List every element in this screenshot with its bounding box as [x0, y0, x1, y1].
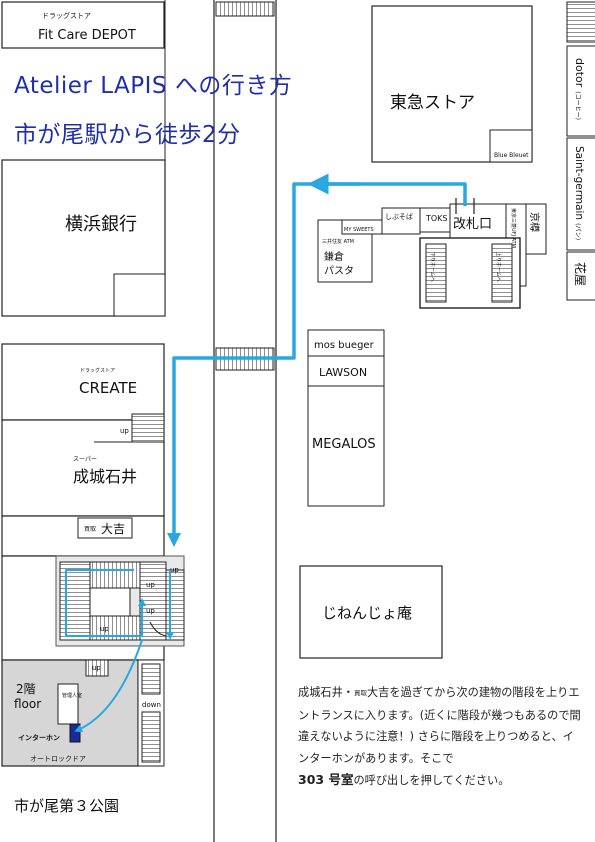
hanaya-label: 花屋	[573, 262, 588, 286]
yokohama-bank: 横浜銀行	[1, 159, 166, 317]
daikichi-sub-label: 買取	[84, 526, 96, 533]
seijo-sub-label: スーパー	[73, 456, 97, 463]
my-sweets-label: MY SWEETS	[344, 227, 374, 233]
left-block: up ドラッグストア CREATE スーパー 成城石井 買取 大吉	[1, 343, 165, 557]
title-line-1: Atelier LAPIS への行き方	[14, 73, 293, 99]
up-label-5: up	[170, 566, 179, 574]
blue-bleuet-label: Blue Bleuet	[494, 152, 529, 159]
right-shops: dotor(コーヒー) Saint-germain(パン) 花屋	[566, 1, 595, 301]
saint-germain-label: Saint-germain(パン)	[573, 146, 585, 240]
kamakura-pasta-label-2: パスタ	[324, 265, 354, 277]
toks-label: TOKS	[425, 214, 448, 223]
seijo-label: 成城石井	[73, 467, 137, 486]
mitsui-atm-label: 三井住友 ATM	[322, 238, 354, 245]
park-label: 市が尾第３公園	[14, 797, 120, 815]
shibusoba-label: しぶそば	[385, 212, 413, 221]
dotor-label: dotor(コーヒー)	[573, 58, 586, 120]
kyotaru-label: 京樽	[528, 212, 541, 232]
create-sub-label: ドラッグストア	[80, 367, 115, 374]
kamakura-pasta-label-1: 鎌倉	[324, 250, 344, 263]
floor-2-label: 2階	[16, 681, 36, 696]
jinenjo: じねんじょ庵	[299, 565, 443, 659]
up-label-3: up	[146, 607, 155, 615]
up-label-6: up	[92, 664, 101, 672]
daikichi-label: 大吉	[101, 522, 125, 536]
up-label-1: up	[120, 427, 129, 435]
route-inside	[65, 569, 174, 733]
directions-text: 成城石井・買取大吉を過ぎてから次の建物の階段を上りエントランスに入ります。(近く…	[298, 682, 583, 792]
fitcare-sub-label: ドラッグストア	[42, 11, 91, 20]
title-line-2: 市が尾駅から徒歩2分	[14, 122, 241, 148]
yokohama-bank-label: 横浜銀行	[65, 214, 137, 235]
route	[167, 173, 467, 547]
mos-lawson-megalos: mos bueger LAWSON MEGALOS	[307, 329, 385, 507]
intercom-label: インターホン	[18, 733, 60, 742]
directions-p1: 成城石井・	[298, 686, 354, 699]
bank-atm-label: 東京三菱UFJ ATM	[510, 208, 517, 248]
autolock-label: オートロックドア	[30, 755, 86, 763]
route-main	[167, 182, 467, 547]
tokyu-store: 東急ストア Blue Bleuet	[371, 5, 533, 163]
directions-p2: の呼び出しを押してください。	[353, 774, 510, 787]
lawson-label: LAWSON	[319, 366, 367, 379]
directions-p1-small: 買取	[353, 689, 367, 697]
room-number: 303 号室	[298, 772, 354, 787]
railway	[213, 0, 277, 842]
second-floor: up down 2階 floor 管理人室 インターホン オートロックドア	[1, 659, 165, 767]
target-building: up up up up	[1, 555, 185, 661]
station: TOKS しぶそば MY SWEETS 三井住友 ATM 鎌倉 パスタ 改札口 …	[317, 198, 547, 309]
create-label: CREATE	[79, 379, 137, 397]
tokyu-store-label: 東急ストア	[390, 93, 475, 113]
up-label-2: up	[146, 581, 155, 589]
jinenjo-label: じねんじょ庵	[322, 604, 412, 622]
fitcare-depot: ドラッグストア Fit Care DEPOT	[1, 1, 165, 49]
kaisatsu-label: 改札口	[453, 217, 492, 232]
mos-label: mos bueger	[314, 340, 375, 351]
megalos-label: MEGALOS	[312, 437, 376, 452]
floor-en-label: floor	[14, 697, 41, 711]
up-label-4: up	[100, 625, 109, 633]
directions-p1b: 大吉を過ぎてから次の建物の階段を上りエントランスに入ります。(近くに階段が幾つも…	[298, 686, 581, 765]
down-label: down	[142, 701, 161, 709]
kanri-label: 管理人室	[62, 692, 82, 699]
platform-down-label: 下りホームへ	[429, 252, 435, 282]
rail-stairs-top	[215, 1, 275, 17]
platform-up-label: 上りホームへ	[495, 252, 502, 282]
fitcare-label: Fit Care DEPOT	[38, 28, 136, 43]
